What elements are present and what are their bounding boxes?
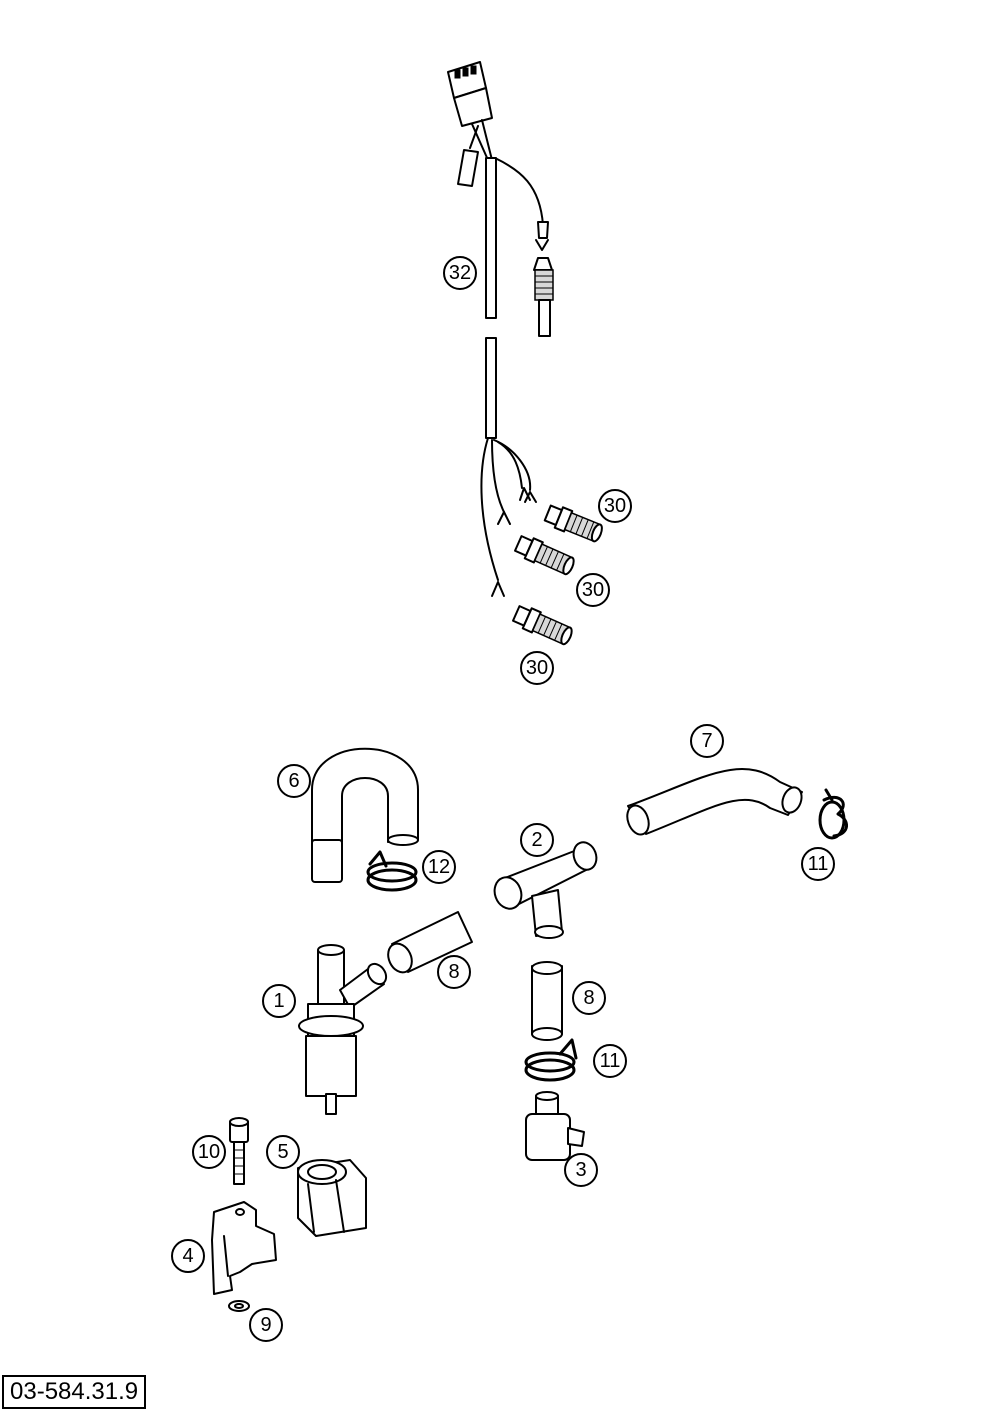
svg-text:1: 1	[273, 990, 284, 1012]
bracket	[211, 1201, 277, 1295]
svg-text:12: 12	[428, 856, 450, 878]
temperature-sensor-middle	[513, 535, 575, 576]
svg-text:9: 9	[260, 1314, 271, 1336]
drawing-number: 03-584.31.9	[2, 1375, 147, 1409]
callout-5: 5	[266, 1135, 300, 1169]
svg-text:3: 3	[575, 1159, 586, 1181]
hose-clamp-12	[366, 850, 418, 892]
svg-text:8: 8	[448, 961, 459, 983]
callout-30-middle: 30	[576, 573, 610, 607]
washer	[228, 1300, 250, 1312]
svg-text:5: 5	[277, 1141, 288, 1163]
rubber-holder	[297, 1159, 367, 1237]
temperature-sensor-lower	[511, 605, 573, 646]
svg-text:30: 30	[604, 495, 626, 517]
callout-2: 2	[520, 823, 554, 857]
hose-clamp-11-right	[818, 788, 848, 840]
svg-text:11: 11	[600, 1050, 621, 1072]
callout-10: 10	[192, 1135, 226, 1169]
vacuum-valve	[298, 944, 388, 1115]
callout-8-lower: 8	[572, 981, 606, 1015]
svg-text:32: 32	[449, 262, 471, 284]
hose-clamp-11-lower	[524, 1038, 578, 1082]
callout-7: 7	[690, 724, 724, 758]
svg-text:30: 30	[582, 579, 604, 601]
hose-straight-lower	[531, 961, 563, 1041]
svg-text:10: 10	[198, 1141, 220, 1163]
svg-text:6: 6	[288, 770, 299, 792]
callout-32: 32	[443, 256, 477, 290]
wiring-harness	[447, 61, 554, 597]
svg-text:30: 30	[526, 657, 548, 679]
svg-text:2: 2	[531, 829, 542, 851]
elbow-fitting	[525, 1091, 585, 1161]
temperature-sensor-upper	[543, 504, 603, 543]
t-fitting	[493, 841, 598, 939]
svg-text:4: 4	[182, 1245, 193, 1267]
callout-8-upper: 8	[437, 955, 471, 989]
callout-3: 3	[564, 1153, 598, 1187]
callout-30-lower: 30	[520, 651, 554, 685]
hose-straight-upper	[387, 911, 473, 974]
screw	[229, 1117, 249, 1185]
callout-11-right: 11	[801, 847, 835, 881]
svg-text:7: 7	[701, 730, 712, 752]
callout-6: 6	[277, 764, 311, 798]
callout-1: 1	[262, 984, 296, 1018]
hose-bent	[626, 768, 803, 836]
hose-u-shaped	[311, 747, 419, 883]
callout-9: 9	[249, 1308, 283, 1342]
callout-12: 12	[422, 850, 456, 884]
svg-text:11: 11	[808, 853, 829, 875]
callout-4: 4	[171, 1239, 205, 1273]
callout-30-upper: 30	[598, 489, 632, 523]
callout-11-lower: 11	[593, 1044, 627, 1078]
svg-text:8: 8	[583, 987, 594, 1009]
